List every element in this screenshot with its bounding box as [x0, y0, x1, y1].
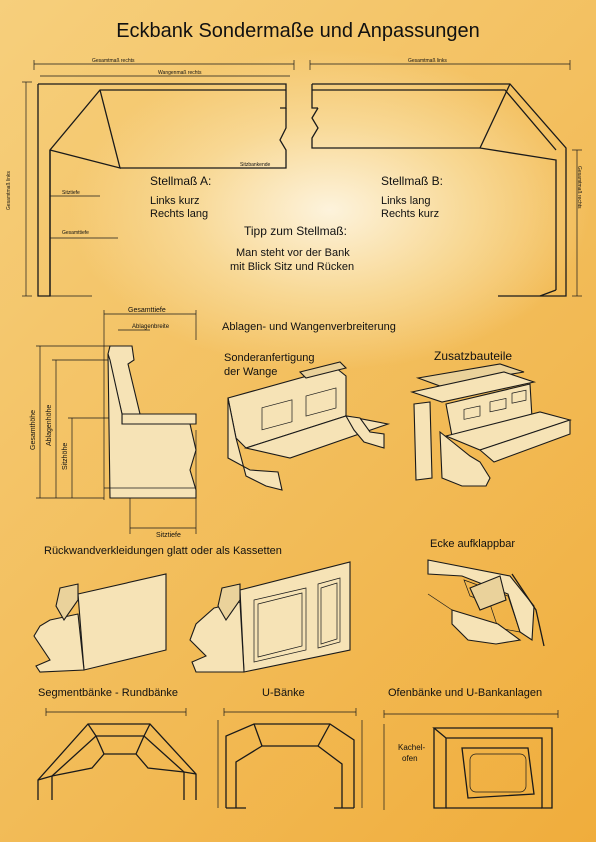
- stellmass-a-line2: Rechts lang: [150, 208, 209, 220]
- bench-sonderanfertigung: [227, 361, 391, 491]
- label-gesamtmass-links-side: Gesamtmaß links: [6, 171, 12, 210]
- label-ablagenhoehe: Ablagenhöhe: [46, 404, 53, 446]
- heading-ubaenke: U-Bänke: [262, 687, 305, 699]
- label-gesamthoehe: Gesamthöhe: [30, 409, 37, 450]
- corner-bench-plan-right: [309, 60, 582, 297]
- page-title: Eckbank Sondermaße und Anpassungen: [116, 20, 480, 42]
- tipp-line1: Man steht vor der Bank: [236, 247, 350, 259]
- segment-bench-plan: [37, 708, 197, 800]
- corner-bench-plan-left: [22, 60, 295, 297]
- heading-segment: Segmentbänke - Rundbänke: [38, 687, 179, 699]
- u-bench-plan: [217, 708, 363, 809]
- bench-zusatzbauteile: [409, 363, 572, 487]
- stellmass-b-line2: Rechts kurz: [381, 208, 440, 220]
- stellmass-a-line1: Links kurz: [150, 195, 200, 207]
- tipp-line2: mit Blick Sitz und Rücken: [230, 261, 355, 273]
- ofen-bench-plan: [383, 710, 559, 810]
- heading-sonder-line2: der Wange: [224, 366, 278, 378]
- heading-zusatzbauteile: Zusatzbauteile: [434, 349, 513, 363]
- label-gesamtmass-rechts-side: Gesamtmaß rechts: [576, 166, 582, 209]
- label-gesamttiefe-profile: Gesamttiefe: [128, 307, 166, 314]
- stellmass-a-heading: Stellmaß A:: [150, 174, 212, 188]
- label-ablagenbreite: Ablagenbreite: [132, 324, 170, 330]
- label-gesamtmass-links-top: Gesamtmaß links: [408, 58, 447, 64]
- heading-sonder-line1: Sonderanfertigung: [224, 352, 315, 364]
- label-sitzhoehe: Sitzhöhe: [62, 442, 69, 470]
- bench-rueckwand-glatt: [33, 573, 167, 673]
- stellmass-b-line1: Links lang: [381, 195, 431, 207]
- label-wangenmass-rechts: Wangenmaß rechts: [158, 70, 202, 76]
- heading-ablagen: Ablagen- und Wangenverbreiterung: [222, 321, 396, 333]
- label-gesamtmass-rechts: Gesamtmaß rechts: [92, 58, 135, 64]
- heading-ecke: Ecke aufklappbar: [430, 538, 515, 550]
- label-kachel-line1: Kachel-: [398, 743, 426, 752]
- corner-aufklappbar: [427, 559, 545, 647]
- heading-ofen: Ofenbänke und U-Bankanlagen: [388, 687, 543, 699]
- stellmass-b-heading: Stellmaß B:: [381, 174, 444, 188]
- label-sitztiefe-profile: Sitztiefe: [156, 532, 181, 539]
- bench-profile-dimensions: [36, 310, 197, 534]
- tipp-heading: Tipp zum Stellmaß:: [244, 224, 347, 238]
- bench-rueckwand-kassetten: [189, 561, 351, 673]
- heading-rueckwand: Rückwandverkleidungen glatt oder als Kas…: [44, 545, 282, 557]
- label-sitzbankende: Sitzbankende: [240, 162, 271, 168]
- label-gesamttiefe: Gesamttiefe: [62, 230, 89, 236]
- label-kachel-line2: ofen: [402, 754, 418, 763]
- label-sitztiefe: Sitztiefe: [62, 190, 80, 196]
